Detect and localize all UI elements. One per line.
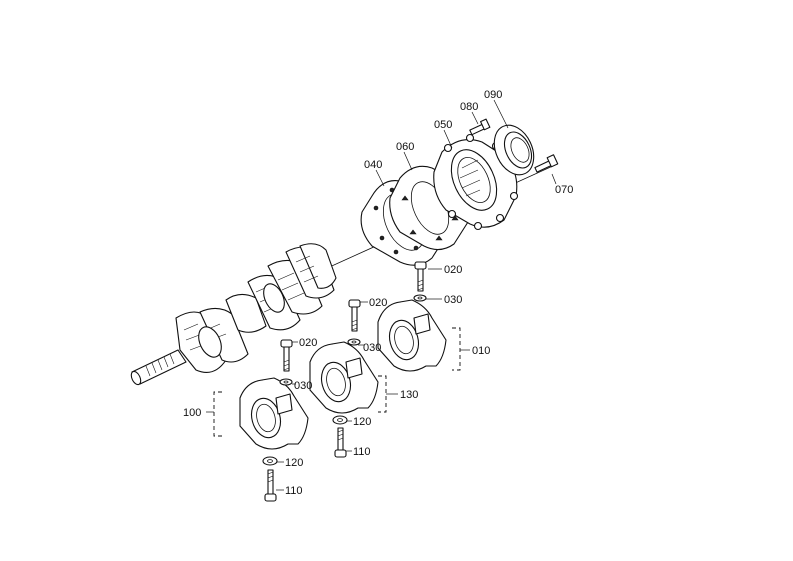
callout-030-lower: 030 <box>294 380 312 392</box>
callout-130: 130 <box>400 389 418 401</box>
callout-010: 010 <box>472 345 490 357</box>
bearing-housing-050 <box>433 133 519 231</box>
callout-030-middle: 030 <box>363 342 381 354</box>
group-bracket-100 <box>213 391 222 437</box>
bearing-case-010 <box>377 299 447 372</box>
callout-080: 080 <box>460 101 478 113</box>
bolt-080 <box>469 118 491 136</box>
bolt-020-lower <box>280 339 293 372</box>
bolt-110-middle <box>334 427 347 458</box>
oil-seal-090 <box>493 124 535 176</box>
washer-120-middle <box>332 415 348 425</box>
callout-020-lower: 020 <box>299 337 317 349</box>
washer-120-lower <box>262 456 278 466</box>
group-bracket-010 <box>452 327 461 371</box>
callout-110-lower: 110 <box>285 485 303 497</box>
bolt-110-lower <box>264 469 277 502</box>
bolt-070 <box>534 154 559 173</box>
callout-060: 060 <box>396 141 414 153</box>
bearing-case-100 <box>239 377 309 450</box>
callout-090: 090 <box>484 89 502 101</box>
bolt-020-middle <box>348 299 361 332</box>
callout-050: 050 <box>434 119 452 131</box>
callout-020-middle: 020 <box>369 297 387 309</box>
callout-120-middle: 120 <box>353 416 371 428</box>
washer-030-upper <box>413 294 427 302</box>
callout-040: 040 <box>364 159 382 171</box>
group-bracket-130 <box>378 375 387 413</box>
callout-070: 070 <box>555 184 573 196</box>
callout-100: 100 <box>183 407 201 419</box>
callout-110-middle: 110 <box>353 446 371 458</box>
callout-030-upper: 030 <box>444 294 462 306</box>
bearing-case-130 <box>309 341 379 414</box>
washer-030-lower <box>279 378 293 386</box>
leader-lines <box>206 99 557 491</box>
callout-020-upper: 020 <box>444 264 462 276</box>
bolt-020-upper <box>414 261 427 292</box>
crankshaft <box>130 243 337 386</box>
washer-030-middle <box>347 338 361 346</box>
callout-120-lower: 120 <box>285 457 303 469</box>
